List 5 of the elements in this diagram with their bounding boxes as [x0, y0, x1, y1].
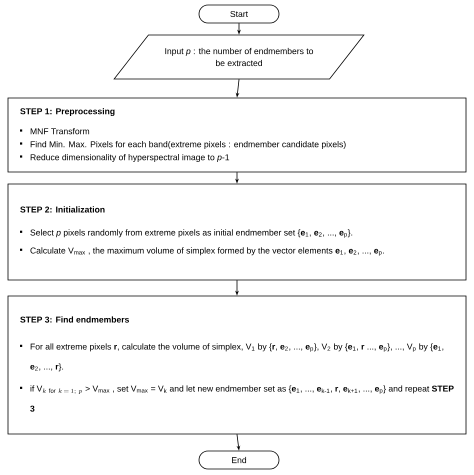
- process-box: STEP 3: Find endmembers For all extreme pixels r, calculate the volume of simplex, V$_{1}$ by {r, e$_{2}$, ..., e$_{p}$}, V$_{2}$ by {e$_{1}$, r ..., e$_{p}$}, ..., V$_{p}$ by {e$_{1}$, e$_{2}$, ..., r}. if $\mathrm{V}_{k\ \mathrm{for}\ k\,=\,1;\ p}$ > V$_{max}$ , set V$_{max}$ = V$_{k}$ and let new endmember set as {e$_{1}$, ..., e$_{k-1}$, r, e$_{k+1}$, ..., e$_{p}$} and repeat STEP 3: [8, 296, 466, 434]
- terminal-box: End: [198, 450, 280, 470]
- process-box: STEP 2: Initialization Select p pixels randomly from extreme pixels as initial endmember set {e$_{1}$, e$_{2}$, ..., e$_{p}$}. Calculate V$_{max}$ , the maximum volume of simplex formed by the vector elements e$_{1}$, e$_{2}$, ..., e$_{p}$.: [8, 184, 466, 280]
- terminal-box: Start: [198, 4, 280, 24]
- process-box: STEP 1: Preprocessing MNF Transform Find Min. Max. Pixels for each band(extreme pixels : endmember candidate pixels) Reduce dimensionality of hyperspectral image to p-1: [8, 98, 466, 172]
